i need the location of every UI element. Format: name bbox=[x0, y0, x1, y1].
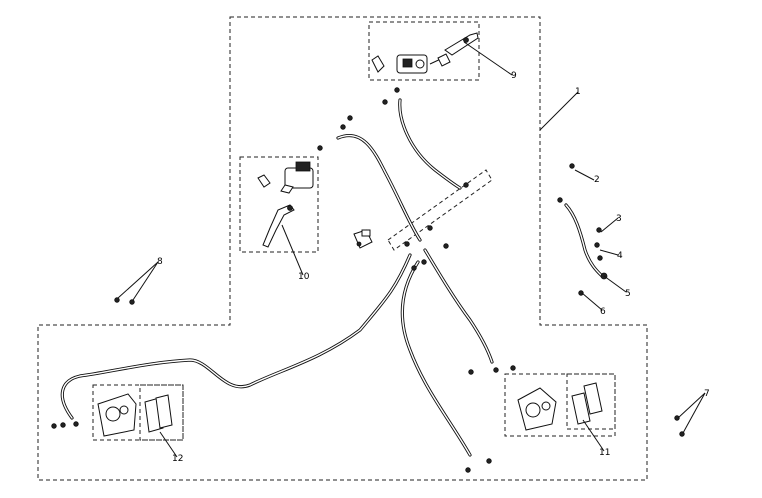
brake-pads-icon bbox=[571, 382, 603, 425]
group-box-11-pads bbox=[566, 373, 616, 430]
hose-rear-right bbox=[423, 248, 494, 364]
leader-lines bbox=[117, 41, 706, 458]
brake-caliper-icon bbox=[517, 387, 557, 431]
callout-3: 3 bbox=[616, 214, 622, 224]
brake-caliper-icon bbox=[97, 393, 137, 437]
junction-fitting bbox=[353, 229, 373, 249]
callout-9: 9 bbox=[511, 71, 517, 81]
hose-rear-left bbox=[60, 253, 412, 420]
bolt-icon bbox=[51, 87, 685, 473]
callout-1: 1 bbox=[575, 87, 581, 97]
hose-front bbox=[336, 134, 422, 242]
master-cylinder-icon bbox=[257, 161, 314, 194]
callout-2: 2 bbox=[594, 175, 600, 185]
hose-lower bbox=[400, 260, 472, 457]
hose-side-small bbox=[564, 203, 604, 278]
junction-box bbox=[387, 169, 493, 251]
hose-upper-right bbox=[398, 98, 462, 190]
brake-lever-icon bbox=[262, 204, 295, 248]
master-cylinder-icon bbox=[371, 53, 451, 74]
group-box-12-caliper bbox=[92, 384, 184, 441]
group-box-12-pads bbox=[139, 384, 184, 441]
callout-5: 5 bbox=[625, 289, 631, 299]
callout-6: 6 bbox=[600, 307, 606, 317]
group-box-10 bbox=[239, 156, 319, 253]
callout-7: 7 bbox=[704, 389, 710, 399]
brake-pads-icon bbox=[144, 394, 173, 433]
callout-8: 8 bbox=[157, 257, 163, 267]
assembly-boundary bbox=[37, 16, 648, 481]
callout-12: 12 bbox=[172, 454, 183, 464]
brake-lever-icon bbox=[444, 32, 479, 56]
callout-11: 11 bbox=[599, 448, 610, 458]
callout-10: 10 bbox=[298, 272, 310, 282]
callout-4: 4 bbox=[617, 251, 623, 261]
